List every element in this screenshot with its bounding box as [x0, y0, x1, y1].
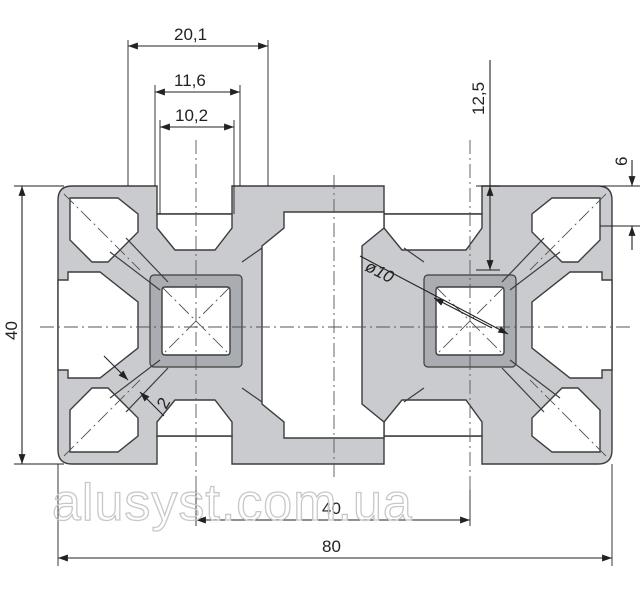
center-chamber: [261, 211, 385, 439]
center-lines: [40, 140, 632, 490]
corner-pocket-bl: [69, 387, 139, 453]
watermark-text: alusyst.com.ua: [52, 474, 413, 532]
corner-pocket-br: [531, 387, 601, 453]
bottom-right-slot-cavity: [383, 399, 483, 437]
diagonal-webs: [109, 237, 561, 413]
dim-40-height: 40: [2, 185, 64, 465]
dim-10-2: 10,2: [159, 106, 235, 214]
dim-6: 6: [600, 157, 640, 250]
corner-pocket-tr: [531, 197, 601, 263]
dim-label-20-1: 20,1: [174, 25, 207, 44]
right-side-slot: [531, 271, 613, 379]
top-left-slot-cavity: [156, 213, 233, 251]
dim-label-11-6: 11,6: [174, 71, 206, 90]
top-right-slot-cavity: [383, 213, 483, 251]
bottom-left-slot-cavity: [156, 399, 233, 437]
dim-label-40-width: 40: [322, 499, 341, 518]
profile-cross-section: [57, 185, 613, 465]
dim-label-6: 6: [612, 157, 631, 166]
dim-80-width: 80: [57, 464, 613, 566]
dim-label-10-2: 10,2: [175, 106, 208, 125]
dim-40-width: 40: [195, 490, 471, 526]
left-side-slot: [57, 271, 139, 379]
corner-pocket-tl: [69, 197, 139, 263]
dim-20-1: 20,1: [127, 25, 269, 186]
dim-label-12-5: 12,5: [469, 82, 488, 115]
dim-label-40-height: 40: [2, 321, 21, 340]
dim-11-6: 11,6: [154, 71, 241, 186]
dim-12-5: 12,5: [469, 60, 500, 271]
dim-label-80-width: 80: [322, 537, 341, 556]
